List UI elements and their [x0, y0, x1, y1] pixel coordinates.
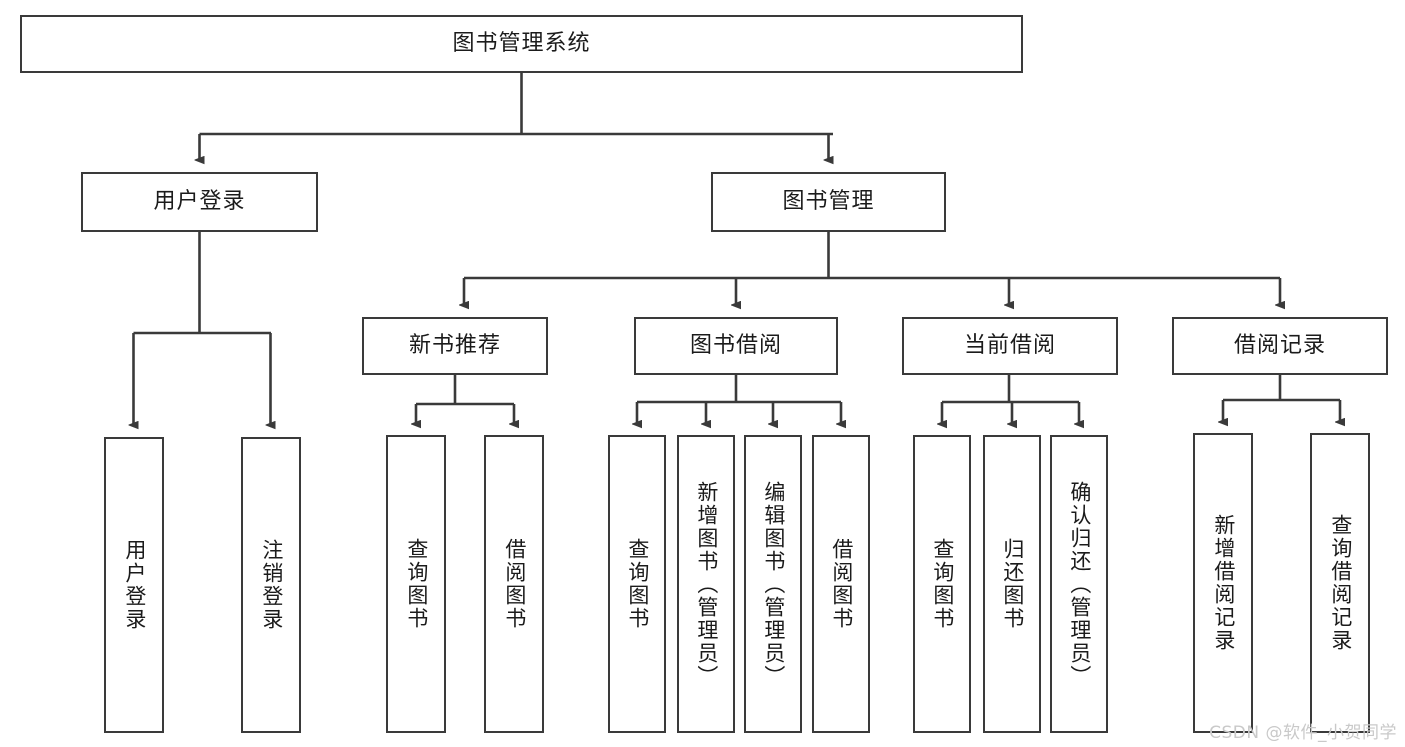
node-leaf-query-book-1[interactable]: 查询图书 — [386, 435, 446, 733]
node-label: 查询图书 — [930, 538, 955, 630]
node-label: 新增借阅记录 — [1211, 514, 1236, 652]
node-label: 借阅图书 — [502, 538, 527, 630]
node-book-manage[interactable]: 图书管理 — [711, 172, 946, 232]
node-leaf-add-record[interactable]: 新增借阅记录 — [1193, 433, 1253, 733]
node-label: 归还图书 — [1000, 538, 1025, 630]
node-new-book-rec[interactable]: 新书推荐 — [362, 317, 548, 375]
node-label: 查询借阅记录 — [1328, 514, 1353, 652]
node-label: 编辑图书（管理员） — [761, 480, 786, 688]
node-current-borrow[interactable]: 当前借阅 — [902, 317, 1118, 375]
node-leaf-add-book[interactable]: 新增图书（管理员） — [677, 435, 735, 733]
node-leaf-query-book-3[interactable]: 查询图书 — [913, 435, 971, 733]
node-leaf-query-book-2[interactable]: 查询图书 — [608, 435, 666, 733]
node-leaf-confirm-return[interactable]: 确认归还（管理员） — [1050, 435, 1108, 733]
node-label: 借阅记录 — [1233, 332, 1326, 358]
node-leaf-user-logout[interactable]: 注销登录 — [241, 437, 301, 733]
node-label: 查询图书 — [625, 538, 650, 630]
node-label: 确认归还（管理员） — [1067, 480, 1092, 688]
node-leaf-edit-book[interactable]: 编辑图书（管理员） — [744, 435, 802, 733]
node-label: 图书管理 — [782, 188, 875, 214]
node-book-borrow[interactable]: 图书借阅 — [634, 317, 838, 375]
node-leaf-user-login[interactable]: 用户登录 — [104, 437, 164, 733]
node-label: 当前借阅 — [963, 332, 1056, 358]
node-label: 用户登录 — [122, 539, 147, 631]
node-borrow-record[interactable]: 借阅记录 — [1172, 317, 1388, 375]
node-label: 图书借阅 — [689, 332, 782, 358]
node-leaf-borrow-book-1[interactable]: 借阅图书 — [484, 435, 544, 733]
csdn-watermark: CSDN @软件_小贺同学 — [1209, 723, 1397, 743]
node-leaf-query-record[interactable]: 查询借阅记录 — [1310, 433, 1370, 733]
node-leaf-borrow-book-2[interactable]: 借阅图书 — [812, 435, 870, 733]
node-leaf-return-book[interactable]: 归还图书 — [983, 435, 1041, 733]
node-label: 用户登录 — [153, 188, 246, 214]
node-user-login[interactable]: 用户登录 — [81, 172, 318, 232]
node-label: 新增图书（管理员） — [694, 480, 719, 688]
node-label: 图书管理系统 — [452, 30, 591, 56]
node-label: 借阅图书 — [829, 538, 854, 630]
node-label: 查询图书 — [404, 538, 429, 630]
node-label: 注销登录 — [259, 539, 284, 631]
node-label: 新书推荐 — [408, 332, 501, 358]
node-root[interactable]: 图书管理系统 — [20, 15, 1023, 73]
